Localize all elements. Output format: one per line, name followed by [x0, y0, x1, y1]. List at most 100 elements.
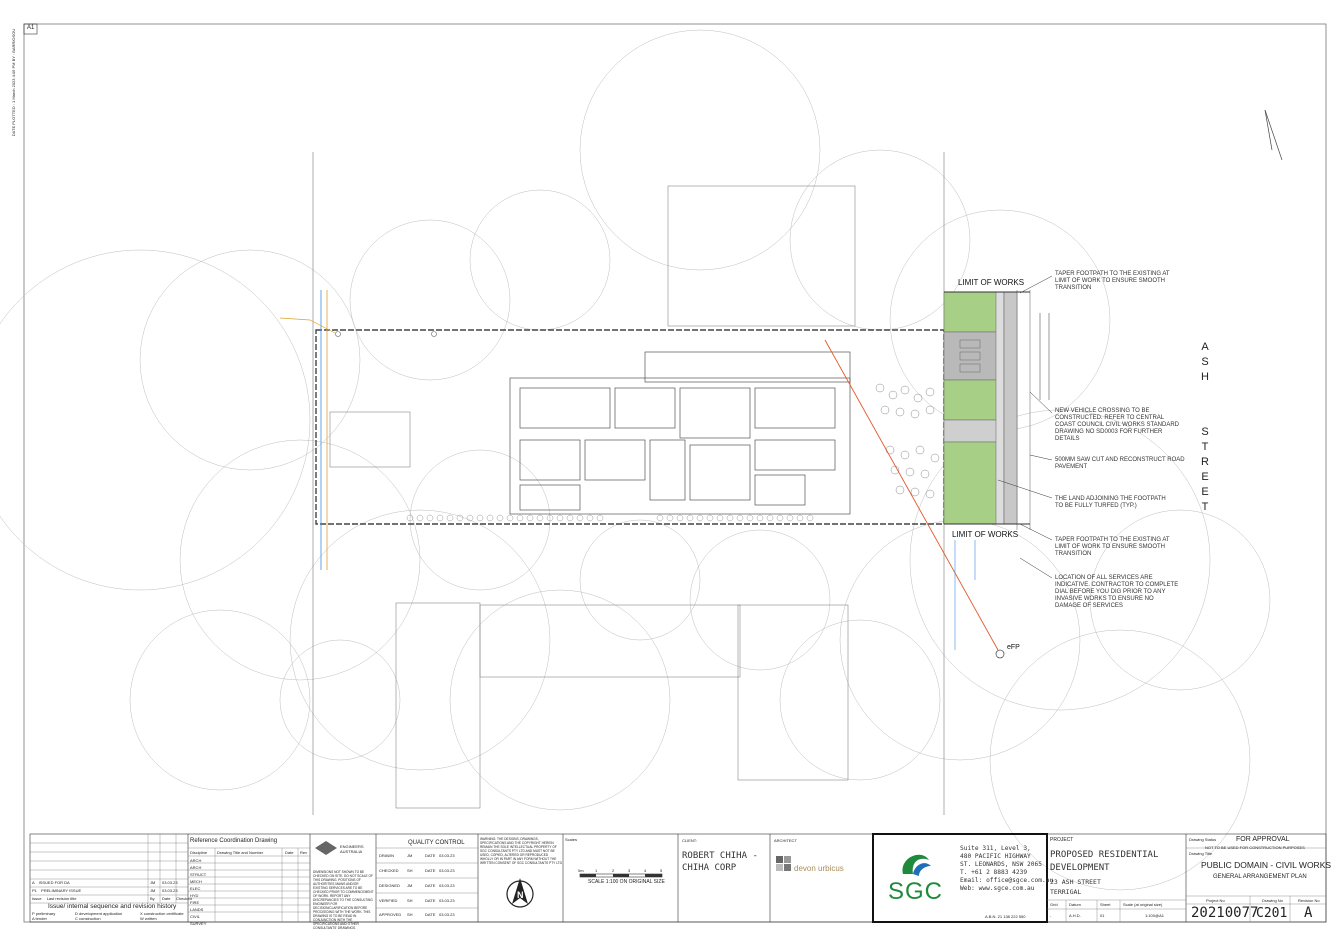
scale-tick: 4	[644, 868, 647, 873]
qc-date-label: DATE	[425, 883, 436, 888]
revision-description: PRELIMINARY ISSUE	[41, 888, 82, 893]
scale-text: SCALE 1:100 ON ORIGINAL SIZE	[588, 879, 665, 885]
qc-role: CHECKED	[379, 868, 399, 873]
key-item: D development application	[75, 911, 123, 916]
revision-header: Issue Last revision title	[32, 896, 76, 901]
qc-date-label: DATE	[425, 898, 436, 903]
grid-label: Grid	[1050, 902, 1058, 907]
date-plotted-text: DATE PLOTTED : 1 March 2023 4:05 PM BY :…	[11, 28, 17, 137]
qc-role: DESIGNED	[379, 883, 400, 888]
scale-tick: 1	[595, 868, 598, 873]
sheet-size-box	[23, 23, 38, 35]
front-landscaping	[875, 383, 940, 499]
drawing-number: C201	[1256, 906, 1288, 921]
grid-value: -	[1050, 913, 1052, 918]
revision-row: P1 PRELIMINARY ISSUE	[32, 888, 81, 893]
discipline-cell: HYD	[190, 893, 199, 898]
street-letter: A	[1201, 341, 1211, 353]
scale-tick: 3	[628, 868, 631, 873]
discipline-cell: CIVIL	[190, 914, 201, 919]
drawing-title-label: Drawing Title	[1189, 851, 1213, 856]
key-item: P preliminary	[32, 911, 56, 916]
qc-role: DRAWN	[379, 853, 394, 858]
project-address: 23 ASH STREET TERRIGAL	[1050, 878, 1101, 896]
discipline-cell: FIRE	[190, 900, 200, 905]
street-letter: S	[1201, 356, 1211, 368]
north-arrow-top	[1264, 109, 1283, 161]
key-item: W written	[140, 916, 157, 921]
sheet-value: 01	[1100, 913, 1105, 918]
scale-value: 1:100@A1	[1145, 913, 1164, 918]
client-name: ROBERT CHIHA - CHIHA CORP	[682, 851, 758, 873]
callout-taper-bottom: TAPER FOOTPATH TO THE EXISTING AT LIMIT …	[1055, 537, 1170, 557]
revision-header-checked: Checked	[176, 896, 192, 901]
drawing-no-label: Drawing No	[1262, 898, 1283, 903]
vehicle-crossing	[943, 331, 1005, 381]
scale-tick: 0m	[578, 868, 584, 873]
disclaimer-text: DIMENSIONS NOT SHOWN TO BE CHECKED ON SI…	[313, 870, 374, 930]
revision-code: P1	[32, 888, 37, 893]
callout-taper-top: TAPER FOOTPATH TO THE EXISTING AT LIMIT …	[1055, 271, 1170, 291]
reference-col-rev: Rev	[300, 850, 308, 855]
project-label: PROJECT	[1050, 837, 1074, 843]
street-letter: T	[1201, 501, 1211, 513]
revision-key: D development application C construction	[75, 911, 122, 921]
street-name: A S H S T R E E T	[1196, 340, 1216, 515]
revision-by: JM	[150, 888, 156, 893]
limit-of-works-top: LIMIT OF WORKS	[958, 278, 1025, 287]
neighbour-buildings	[329, 185, 856, 809]
qc-date-label: DATE	[425, 853, 436, 858]
datum-label: Datum	[1069, 902, 1081, 907]
key-item: C construction	[75, 916, 101, 921]
revision-date: 03.03.23	[162, 888, 178, 893]
revision-no-label: Revision No	[1298, 898, 1320, 903]
drawing-status-note: NOT TO BE USED FOR CONSTRUCTION PURPOSES	[1205, 845, 1305, 850]
discipline-cell: ELEC	[190, 886, 201, 891]
qc-date-label: DATE	[425, 912, 436, 917]
driveway-grey	[943, 419, 1005, 443]
revision-caption: Issue/ internal sequence and revision hi…	[48, 903, 177, 910]
street-letter: H	[1201, 371, 1211, 383]
scale-bar	[579, 873, 663, 878]
engineers-australia-logo	[315, 841, 337, 855]
sgc-panel-border	[872, 833, 1048, 923]
sheet-size-tag: A1	[27, 25, 35, 31]
turf-strip-bottom	[943, 441, 1005, 525]
qc-date-label: DATE	[425, 868, 436, 873]
discipline-cell: MECH	[190, 879, 202, 884]
sgc-address: Suite 311, Level 3, 480 PACIFIC HIGHWAY …	[960, 845, 1054, 892]
services-left	[279, 290, 437, 570]
efp-line	[824, 339, 1005, 659]
scale-label: Scale (at original size)	[1123, 902, 1163, 907]
efp-label: eFP	[1007, 644, 1020, 651]
revision-row: A ISSUED FOR DA	[32, 880, 70, 885]
project-no-label: Project No	[1206, 898, 1225, 903]
datum-value: A.H.D.	[1069, 913, 1081, 918]
qc-date: 03.03.23	[439, 868, 455, 873]
qc-role: APPROVED	[379, 912, 402, 917]
engineers-australia-text: ENGINEERS AUSTRALIA	[340, 844, 364, 854]
scale-tick: 5	[660, 868, 663, 873]
sgc-abn: A.B.N. 21 138 222 550	[985, 914, 1026, 919]
callout-turfed: THE LAND ADJOINING THE FOOTPATH TO BE FU…	[1055, 496, 1166, 509]
qc-by: JM	[407, 883, 413, 888]
efp-pole	[995, 649, 1005, 659]
revision-code: A	[32, 880, 35, 885]
architect-label: ARCHITECT	[774, 838, 797, 843]
reference-col-discipline: Discipline	[190, 850, 208, 855]
reference-disciplines: ARCH ARCH STRUCT MECH ELEC HYD FIRE LAND…	[190, 857, 206, 927]
qc-by: SH	[407, 898, 413, 903]
qc-date: 03.03.23	[439, 912, 455, 917]
street-letter	[1196, 385, 1216, 425]
copyright-warning: WARNING: THE DESIGNS, DRAWINGS, SPECIFIC…	[480, 837, 562, 865]
discipline-cell: SURVEY	[190, 921, 207, 926]
public-domain-works	[943, 291, 1050, 525]
turf-strip-top	[943, 291, 1005, 333]
street-letter: R	[1201, 456, 1211, 468]
drawing-status-label: Drawing Status	[1189, 837, 1217, 842]
revision-number: A	[1304, 905, 1313, 921]
